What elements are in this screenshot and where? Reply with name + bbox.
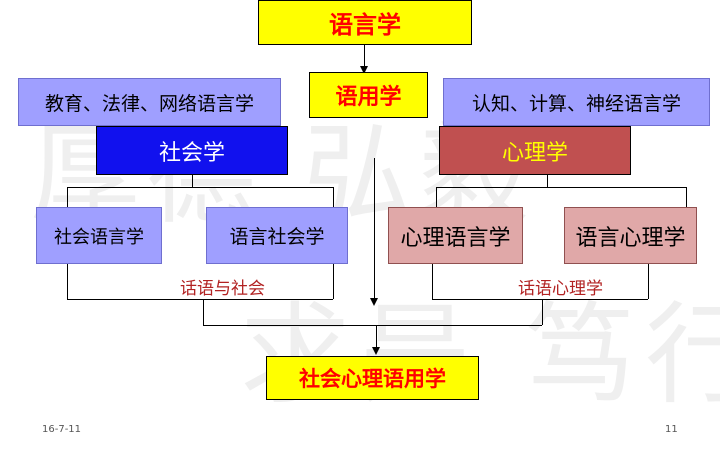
footer-page-number: 11 (665, 424, 678, 435)
node-social-psychological-pragmatics: 社会心理语用学 (266, 356, 479, 400)
node-pragmatics: 语用学 (309, 72, 428, 118)
footer-date: 16-7-11 (42, 424, 82, 435)
node-psychology-of-language: 语言心理学 (564, 207, 697, 264)
node-psychology: 心理学 (439, 126, 631, 175)
node-sociology: 社会学 (96, 126, 288, 175)
node-applied-right: 认知、计算、神经语言学 (443, 78, 710, 126)
node-sociology-of-language: 语言社会学 (206, 207, 348, 264)
node-sociolinguistics: 社会语言学 (36, 207, 162, 264)
arrowhead-icon (370, 298, 378, 306)
node-linguistics: 语言学 (258, 0, 472, 45)
node-psycholinguistics: 心理语言学 (388, 207, 523, 264)
caption-discourse-and-society: 话语与社会 (178, 274, 267, 299)
arrowhead-icon (360, 66, 368, 74)
node-applied-left: 教育、法律、网络语言学 (18, 78, 281, 126)
caption-discourse-psychology: 话语心理学 (516, 274, 605, 299)
arrowhead-icon (372, 347, 380, 355)
